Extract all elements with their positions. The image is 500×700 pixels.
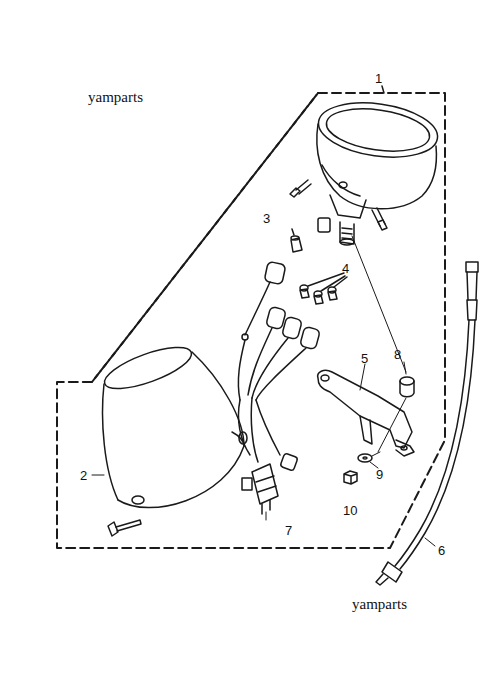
assembly-outline — [57, 93, 445, 548]
assembly-outline — [92, 93, 318, 382]
washer — [358, 454, 372, 462]
watermark: yamparts — [352, 597, 407, 612]
callout-number: 2 — [80, 469, 87, 482]
meter-bulb — [300, 273, 347, 304]
washer — [363, 457, 367, 459]
meter-bulb — [291, 229, 302, 252]
wire-harness — [238, 261, 320, 462]
nut — [344, 471, 357, 484]
speedometer-cable — [376, 262, 478, 585]
wire-connector — [242, 453, 298, 514]
watermark: yamparts — [88, 90, 143, 105]
speedometer — [290, 96, 441, 245]
leader-line — [92, 236, 435, 546]
callout-number: 9 — [376, 468, 383, 481]
callout-number: 10 — [343, 504, 357, 517]
callout-number: 5 — [361, 352, 368, 365]
screw — [108, 520, 141, 536]
callout-number: 4 — [342, 262, 349, 275]
callout-number: 1 — [375, 72, 382, 85]
meter-bracket — [318, 370, 414, 456]
callout-number: 3 — [263, 212, 270, 225]
meter-cup — [100, 339, 247, 507]
grommet — [400, 377, 414, 397]
leader-line — [382, 86, 384, 93]
callout-number: 8 — [394, 348, 401, 361]
callout-number: 7 — [285, 524, 292, 537]
callout-number: 6 — [438, 544, 445, 557]
